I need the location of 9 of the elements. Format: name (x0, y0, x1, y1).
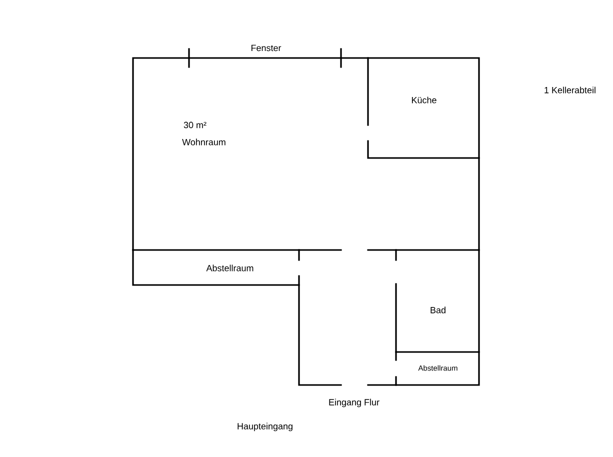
room-label: Abstellraum (206, 264, 254, 272)
room-label: 1 Kellerabteil (544, 86, 596, 94)
room-label: Haupteingang (238, 422, 292, 432)
room-label: Eingang Flur (329, 398, 380, 408)
room-label: Bad (430, 306, 446, 314)
room-label: Fenster (251, 44, 282, 52)
room-label: Küche (412, 96, 436, 104)
room-label: 30 m² (184, 122, 206, 128)
room-label: Wohnraum (182, 138, 226, 146)
